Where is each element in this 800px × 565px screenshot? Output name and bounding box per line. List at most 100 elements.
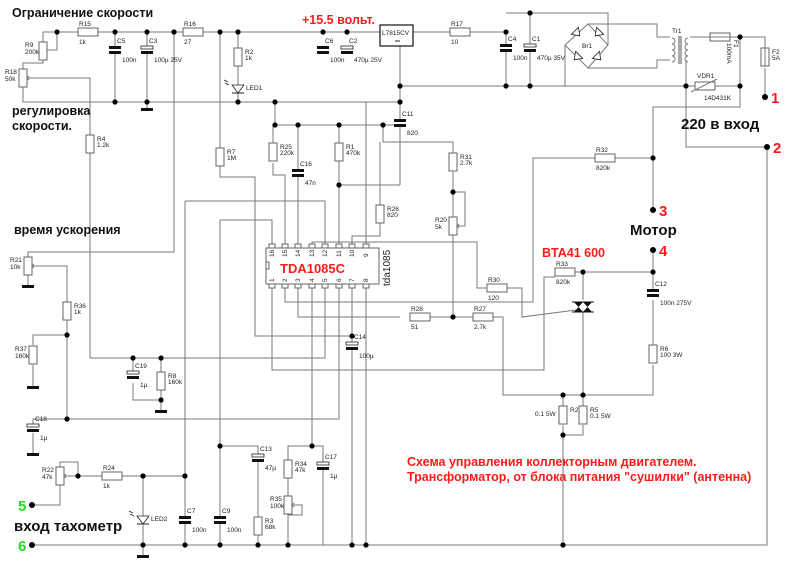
component-ref: R2 bbox=[245, 49, 254, 56]
terminal-4[interactable] bbox=[650, 247, 656, 253]
component-value: 100µ bbox=[359, 353, 374, 360]
component-value: 27 bbox=[184, 39, 192, 46]
component-ref: R7 bbox=[227, 149, 236, 156]
component-ref: R34 bbox=[295, 461, 307, 468]
wires bbox=[22, 12, 768, 555]
component-value: 160k bbox=[15, 353, 30, 360]
wire bbox=[272, 163, 286, 248]
junction-dot bbox=[737, 34, 743, 40]
ic-pin-label: 9 bbox=[363, 253, 370, 257]
component-ref: C11 bbox=[402, 111, 414, 118]
junction-dot bbox=[182, 542, 188, 548]
ic-pin-label: 12 bbox=[322, 249, 329, 257]
supply-voltage-label: +15.5 вольт. bbox=[302, 13, 375, 27]
component-ref: R27 bbox=[474, 306, 486, 313]
component-ref: R17 bbox=[451, 21, 463, 28]
junction-dot bbox=[235, 29, 241, 35]
terminal-1[interactable] bbox=[762, 94, 768, 100]
terminal-6[interactable] bbox=[29, 542, 35, 548]
wire bbox=[132, 383, 161, 401]
wire bbox=[563, 425, 584, 436]
junction-dot bbox=[272, 122, 278, 128]
junction-dot bbox=[397, 83, 403, 89]
wire bbox=[27, 77, 91, 135]
component-ref: C6 bbox=[325, 38, 334, 45]
wire bbox=[219, 166, 352, 337]
ic-pin-label: 5 bbox=[322, 278, 329, 282]
wire bbox=[382, 125, 454, 153]
terminal-2[interactable] bbox=[764, 144, 770, 150]
component-ref: C7 bbox=[187, 508, 196, 515]
bridge-rectifier-br1: Br1 bbox=[564, 23, 609, 69]
heading-speed-adjust-2: скорости. bbox=[12, 119, 72, 133]
ic-pin-label: 15 bbox=[282, 249, 289, 257]
terminal-5[interactable] bbox=[29, 502, 35, 508]
junction-dot bbox=[336, 182, 342, 188]
component-ref: C5 bbox=[117, 38, 126, 45]
component-ref: R22 bbox=[42, 467, 54, 474]
component-ref: F2 bbox=[772, 49, 780, 56]
component-ref: LED1 bbox=[246, 85, 263, 92]
component-ref: C12 bbox=[655, 281, 667, 288]
component-ref: Br1 bbox=[582, 43, 593, 50]
triac-bta41 bbox=[572, 301, 594, 313]
wire bbox=[284, 157, 595, 303]
component-ref: R5 bbox=[590, 407, 599, 414]
component-value: 100n bbox=[330, 57, 345, 64]
junction-dot bbox=[320, 29, 326, 35]
component-value: 470µ 25V bbox=[354, 57, 383, 64]
junction-dot bbox=[217, 443, 223, 449]
component-ref: VDR1 bbox=[697, 73, 715, 80]
wire bbox=[583, 365, 654, 396]
junction-dot bbox=[112, 29, 118, 35]
component-ref: R18 bbox=[5, 69, 17, 76]
triac-label: BTA41 600 bbox=[542, 246, 605, 260]
wire bbox=[185, 200, 326, 248]
junction-dot bbox=[450, 314, 456, 320]
junction-dot bbox=[349, 542, 355, 548]
junction-dot bbox=[140, 473, 146, 479]
junction-dot bbox=[683, 83, 689, 89]
component-ref: R30 bbox=[488, 277, 500, 284]
component-value: 47k bbox=[42, 474, 53, 481]
component-ref: C4 bbox=[508, 36, 517, 43]
terminal-label: 5 bbox=[18, 498, 26, 515]
junction-dot bbox=[309, 443, 315, 449]
junctions bbox=[54, 10, 743, 548]
junction-dot bbox=[336, 122, 342, 128]
component-ref: C16 bbox=[300, 161, 312, 168]
wire bbox=[274, 102, 400, 126]
component-ref: C2 bbox=[349, 38, 358, 45]
wire bbox=[89, 153, 326, 359]
wire bbox=[271, 276, 555, 371]
component-ref: Tr1 bbox=[672, 28, 682, 35]
component-r4: R41.2k bbox=[85, 134, 110, 154]
terminal-3[interactable] bbox=[650, 207, 656, 213]
component-ref: R25 bbox=[280, 144, 292, 151]
component-value: 47n bbox=[305, 180, 316, 187]
component-value: 5k bbox=[435, 224, 443, 231]
component-value: 1µ bbox=[140, 382, 148, 389]
component-value: 470k bbox=[346, 150, 361, 157]
component-ref: R4 bbox=[97, 136, 106, 143]
junction-dot bbox=[363, 542, 369, 548]
component-ref: R21 bbox=[10, 257, 22, 264]
component-ref: R31 bbox=[460, 154, 472, 161]
component-value: 0.1 5W bbox=[590, 413, 611, 420]
wire bbox=[32, 284, 340, 425]
